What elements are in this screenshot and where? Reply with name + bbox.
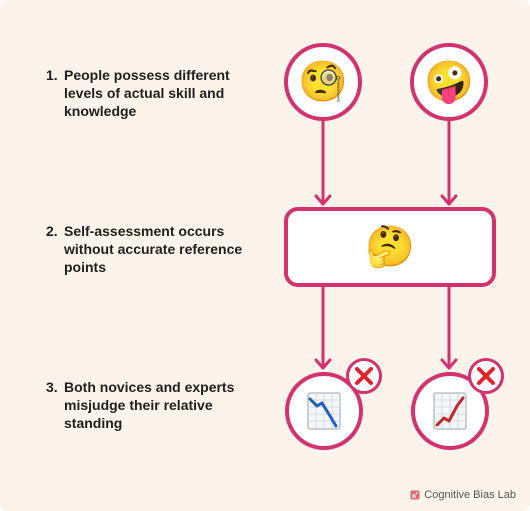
monocle-face-icon: 🧐 bbox=[298, 60, 348, 104]
brand-footer: Cognitive Bias Lab bbox=[410, 489, 516, 501]
chart-decreasing-icon bbox=[307, 392, 341, 430]
arrow-head-bottom-left bbox=[314, 358, 332, 370]
arrow-head-top-left bbox=[314, 194, 332, 206]
step-3-number: 3. bbox=[46, 379, 58, 395]
step-3: 3. Both novices and experts misjudge the… bbox=[46, 378, 266, 432]
zany-face-icon: 🤪 bbox=[424, 60, 474, 104]
step-1-text: People possess different levels of actua… bbox=[64, 67, 230, 119]
brand-logo-icon bbox=[410, 490, 420, 500]
expert-misjudgment-node bbox=[411, 372, 489, 450]
step-2-number: 2. bbox=[46, 223, 58, 239]
chart-increasing-icon bbox=[433, 392, 467, 430]
brand-name: Cognitive Bias Lab bbox=[424, 489, 516, 501]
step-1: 1. People possess different levels of ac… bbox=[46, 66, 266, 120]
thinking-face-icon: 🤔 bbox=[365, 225, 415, 269]
wrong-badge-right bbox=[468, 358, 504, 394]
step-2-text: Self-assessment occurs without accurate … bbox=[64, 223, 243, 275]
arrow-head-top-right bbox=[440, 194, 458, 206]
step-1-number: 1. bbox=[46, 67, 58, 83]
self-assessment-node: 🤔 bbox=[284, 207, 496, 287]
wrong-badge-left bbox=[346, 358, 382, 394]
expert-skill-node: 🤪 bbox=[410, 43, 488, 121]
step-2: 2. Self-assessment occurs without accura… bbox=[46, 222, 266, 276]
novice-skill-node: 🧐 bbox=[284, 43, 362, 121]
step-3-text: Both novices and experts misjudge their … bbox=[64, 379, 235, 431]
cross-mark-icon bbox=[355, 367, 373, 385]
arrow-head-bottom-right bbox=[440, 358, 458, 370]
cross-mark-icon bbox=[477, 367, 495, 385]
